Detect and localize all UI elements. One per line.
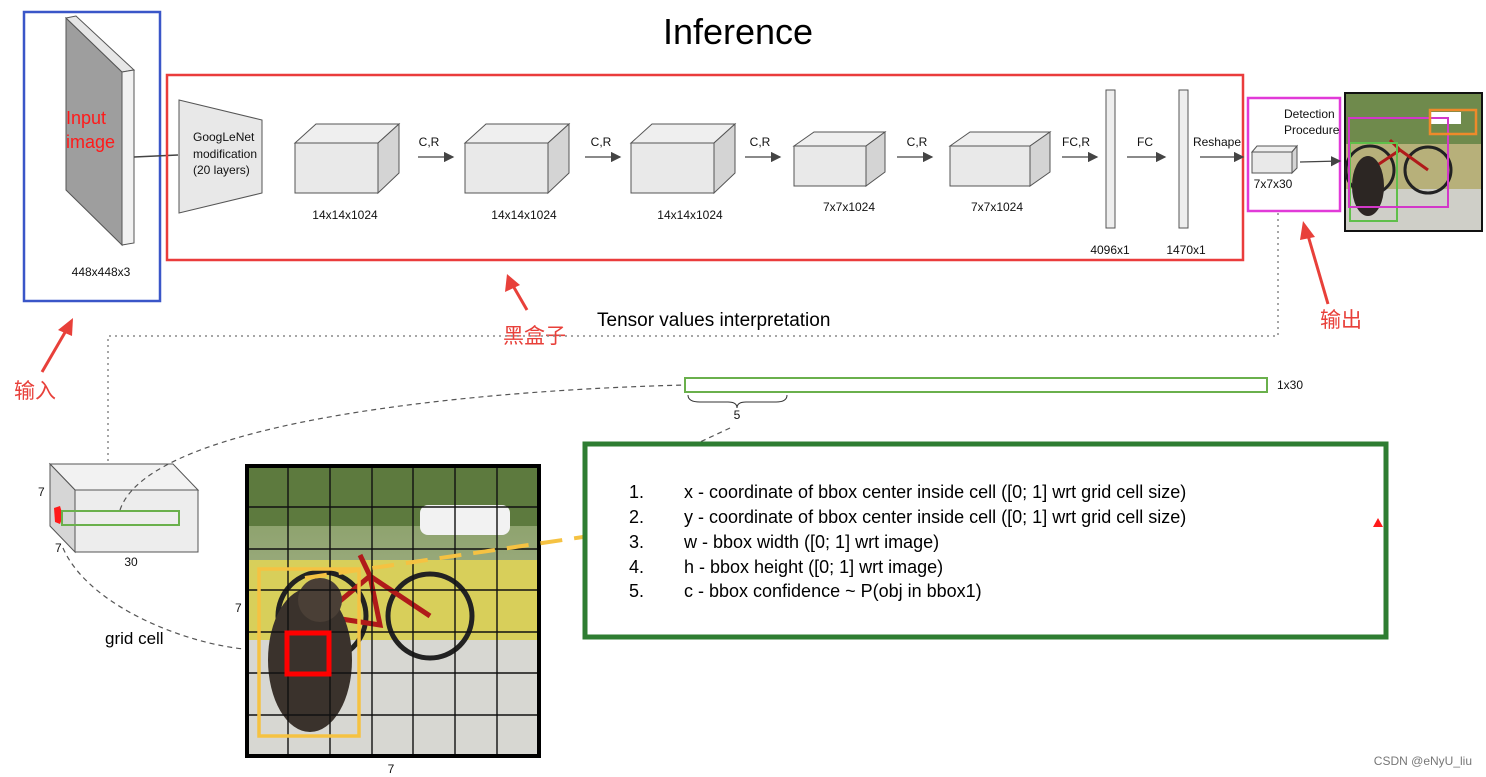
red-triangle-marker [1373, 518, 1383, 527]
bbox-item-2-num: 2. [629, 507, 644, 527]
cube-to-vector-connector [119, 384, 686, 511]
bbox-item-4-num: 4. [629, 557, 644, 577]
bbox-item-5-num: 5. [629, 581, 644, 601]
input-dims: 448x448x3 [72, 265, 131, 279]
op-label-1: C,R [419, 135, 440, 149]
fc-dims-4096: 4096x1 [1090, 243, 1130, 257]
input-cn-label: 输入 [14, 380, 56, 403]
op-label-4: C,R [907, 135, 928, 149]
input-annotation-arrow [40, 318, 73, 373]
bbox-item-3-text: w - bbox width ([0; 1] wrt image) [683, 532, 939, 552]
tensor-dims: 7x7x30 [1254, 177, 1293, 191]
op-label-reshape: Reshape [1193, 135, 1241, 149]
conv-block-4 [792, 131, 887, 187]
op-label-5: FC,R [1062, 135, 1090, 149]
interpretation-heading: Tensor values interpretation [597, 310, 830, 331]
arrow-to-result [1299, 156, 1342, 167]
grid-photo [245, 464, 541, 758]
watermark: CSDN @eNyU_liu [1374, 754, 1472, 768]
bbox-item-4-text: h - bbox height ([0; 1] wrt image) [684, 557, 943, 577]
vector-1x30 [684, 377, 1268, 393]
conv-block-2-dims: 14x14x1024 [491, 208, 557, 222]
output-cn-label: 输出 [1320, 309, 1362, 332]
grid-cell-label: grid cell [105, 629, 164, 648]
input-label-line1: Input [66, 108, 106, 128]
grid-side-left: 7 [235, 601, 242, 615]
fc-dims-1470: 1470x1 [1166, 243, 1206, 257]
bbox-item-1-text: x - coordinate of bbox center inside cel… [684, 482, 1186, 502]
bbox-item-5-text: c - bbox confidence ~ P(obj in bbox1) [684, 581, 982, 601]
cube-side-top: 7 [38, 485, 45, 499]
googlenet-line3: (20 layers) [193, 163, 250, 177]
blackbox-frame [165, 73, 1245, 262]
diagram-title: Inference [663, 11, 813, 52]
conv-block-4-dims: 7x7x1024 [823, 200, 875, 214]
op-label-6: FC [1137, 135, 1153, 149]
googlenet-line2: modification [193, 147, 257, 161]
fc-layer-4096 [1105, 89, 1116, 229]
conv-block-1 [293, 122, 401, 195]
conv-block-3-dims: 14x14x1024 [657, 208, 723, 222]
op-label-3: C,R [750, 135, 771, 149]
cube-to-cell-connector [62, 547, 263, 651]
output-annotation-arrow [1300, 221, 1330, 305]
conv-block-1-dims: 14x14x1024 [312, 208, 378, 222]
googlenet-line1: GoogLeNet [193, 130, 255, 144]
bbox-item-3-num: 3. [629, 532, 644, 552]
conv-block-2 [463, 122, 571, 195]
conv-block-5-dims: 7x7x1024 [971, 200, 1023, 214]
bbox-item-1-num: 1. [629, 482, 644, 502]
op-label-2: C,R [591, 135, 612, 149]
grid-side-bottom: 7 [388, 762, 395, 776]
vector-dims: 1x30 [1277, 378, 1303, 392]
blackbox-cn-label: 黑盒子 [503, 325, 566, 348]
blackbox-annotation-arrow [505, 274, 529, 311]
output-frame [1246, 96, 1342, 213]
input-image-slab [64, 15, 136, 247]
output-tensor-cube [1250, 144, 1299, 175]
conv-block-5 [948, 131, 1052, 187]
detection-line2: Procedure [1284, 123, 1340, 137]
googlenet-trapezoid [178, 99, 263, 214]
bbox-list: 1. x - coordinate of bbox center inside … [629, 482, 1186, 601]
cube-depth: 30 [124, 555, 138, 569]
interpretation-dotted-connector [107, 213, 1279, 462]
output-detection-photo [1344, 92, 1483, 232]
bbox-to-list-connector [304, 535, 584, 580]
cube-side-left: 7 [55, 541, 62, 555]
five-values-brace [687, 394, 788, 409]
input-label-line2: image [66, 132, 115, 152]
brace-count: 5 [734, 408, 741, 422]
detection-line1: Detection [1284, 107, 1335, 121]
conv-block-3 [629, 122, 737, 195]
bbox-item-2-text: y - coordinate of bbox center inside cel… [684, 507, 1186, 527]
fc-layer-1470 [1178, 89, 1189, 229]
tensor-cube-7x7x30 [48, 462, 200, 554]
bbox-list-panel [582, 441, 1389, 640]
input-to-net-arrow [133, 154, 179, 158]
